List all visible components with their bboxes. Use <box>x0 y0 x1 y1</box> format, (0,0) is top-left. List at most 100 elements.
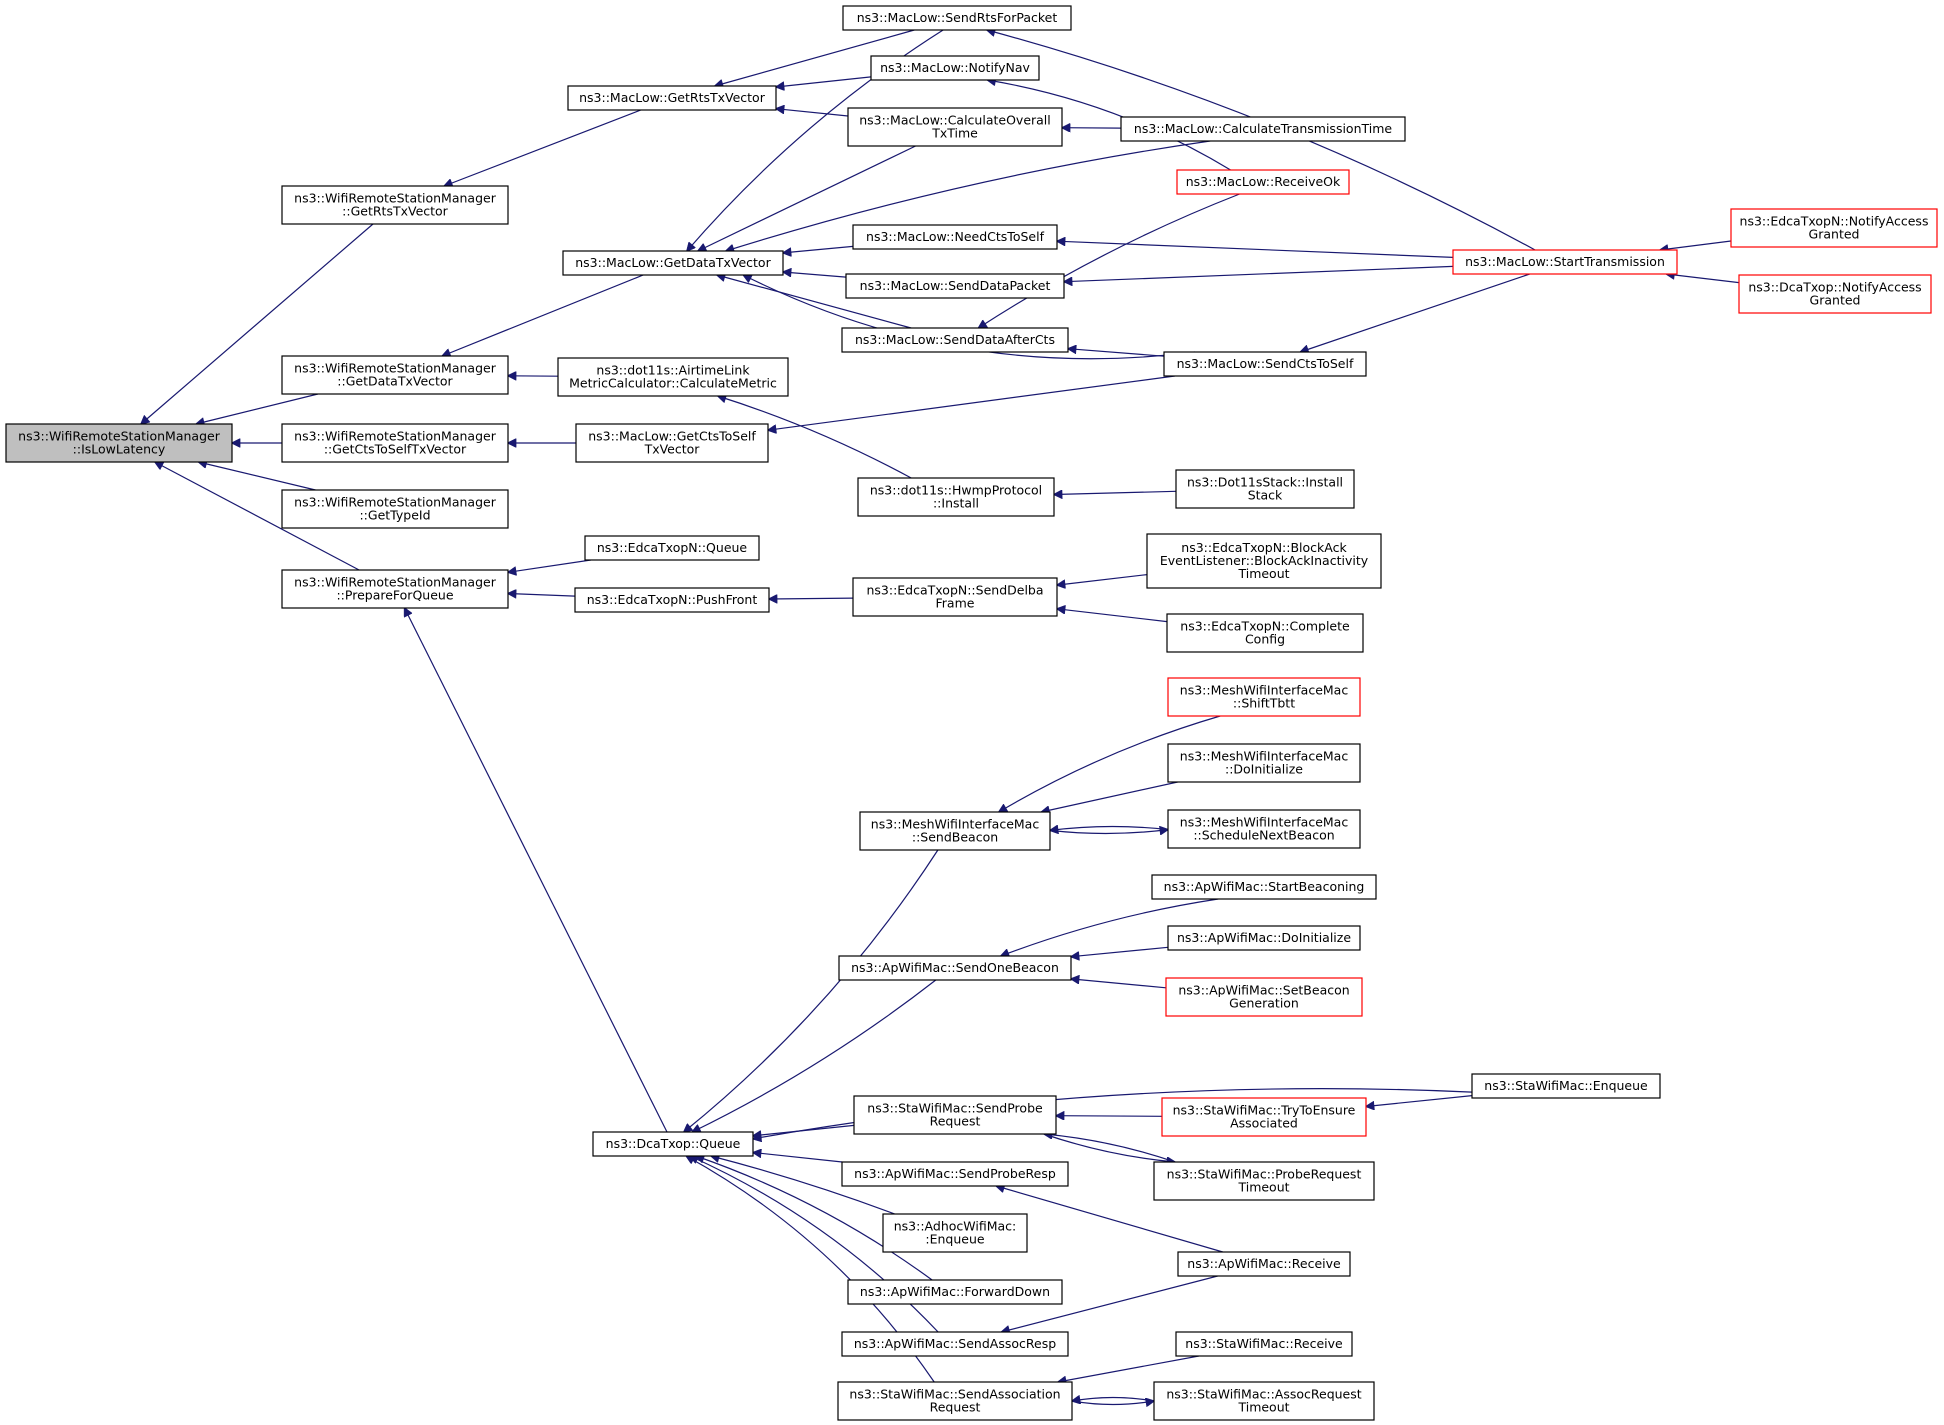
node-mac_notifynav[interactable]: ns3::MacLow::NotifyNav <box>870 55 1040 81</box>
node-label: Request <box>930 1114 981 1129</box>
node-box <box>281 355 509 395</box>
node-box <box>592 1131 754 1157</box>
call-edge <box>769 598 854 599</box>
node-label: Request <box>930 1400 981 1415</box>
node-box <box>1167 809 1361 849</box>
call-edge <box>1043 1133 1175 1162</box>
node-wrsm_prepare[interactable]: ns3::WifiRemoteStationManager::PrepareFo… <box>281 569 509 609</box>
edge-mac_sendrts-to-mac_getrts <box>715 29 915 86</box>
node-mac_senddata[interactable]: ns3::MacLow::SendDataPacket <box>845 273 1065 299</box>
node-mac_starttx[interactable]: ns3::MacLow::StartTransmission <box>1452 249 1678 275</box>
node-mac_getrts[interactable]: ns3::MacLow::GetRtsTxVector <box>567 85 777 111</box>
edge-mac_receiveok-to-mac_notifynav <box>987 80 1231 171</box>
node-wrsm_getrts[interactable]: ns3::WifiRemoteStationManager::GetRtsTxV… <box>281 185 509 225</box>
node-ap_sendassocresp[interactable]: ns3::ApWifiMac::SendAssocResp <box>841 1331 1069 1357</box>
node-mac_calctrans[interactable]: ns3::MacLow::CalculateTransmissionTime <box>1120 116 1406 142</box>
node-ap_sendone[interactable]: ns3::ApWifiMac::SendOneBeacon <box>838 955 1072 981</box>
call-edge <box>405 608 668 1133</box>
node-mac_sendrts[interactable]: ns3::MacLow::SendRtsForPacket <box>842 5 1072 31</box>
node-sta_receive[interactable]: ns3::StaWifiMac::Receive <box>1175 1331 1353 1357</box>
edge-sta_sendprobe-to-dca_queue <box>753 1124 855 1135</box>
node-mesh_sendbeacon[interactable]: ns3::MeshWifiInterfaceMac::SendBeacon <box>859 811 1051 851</box>
node-label: ::Install <box>933 496 979 511</box>
node-box <box>281 185 509 225</box>
node-adhoc_enqueue[interactable]: ns3::AdhocWifiMac::Enqueue <box>882 1213 1028 1253</box>
node-ap_receive[interactable]: ns3::ApWifiMac::Receive <box>1177 1251 1351 1277</box>
call-edge <box>776 76 872 87</box>
edge-edca_notify-to-mac_starttx <box>1660 240 1732 250</box>
edge-ap_receive-to-ap_sendassocresp <box>1001 1275 1218 1332</box>
node-label: ns3::WifiRemoteStationManager <box>294 429 497 444</box>
node-sta_enqueue[interactable]: ns3::StaWifiMac::Enqueue <box>1471 1073 1661 1099</box>
call-edge <box>999 715 1221 812</box>
node-wrsm_getdata[interactable]: ns3::WifiRemoteStationManager::GetDataTx… <box>281 355 509 395</box>
node-ap_doinit[interactable]: ns3::ApWifiMac::DoInitialize <box>1167 925 1361 951</box>
node-edca_pushfront[interactable]: ns3::EdcaTxopN::PushFront <box>574 587 770 613</box>
node-dot11s_calc[interactable]: ns3::dot11s::AirtimeLinkMetricCalculator… <box>557 357 789 397</box>
node-box <box>1177 1251 1351 1277</box>
node-label: ::PrepareForQueue <box>336 588 453 603</box>
node-label: ns3::EdcaTxopN::NotifyAccess <box>1740 214 1929 229</box>
node-mac_sendcts[interactable]: ns3::MacLow::SendCtsToSelf <box>1163 351 1367 377</box>
node-box <box>859 811 1051 851</box>
node-mesh_schedule[interactable]: ns3::MeshWifiInterfaceMac::ScheduleNextB… <box>1167 809 1361 849</box>
node-ap_forwarddown[interactable]: ns3::ApWifiMac::ForwardDown <box>847 1279 1063 1305</box>
node-mac_getdata[interactable]: ns3::MacLow::GetDataTxVector <box>562 250 784 276</box>
node-label: ns3::MeshWifiInterfaceMac <box>1180 815 1349 830</box>
call-edge <box>155 462 360 571</box>
node-label: ns3::DcaTxop::NotifyAccess <box>1748 280 1921 295</box>
node-edca_blockack[interactable]: ns3::EdcaTxopN::BlockAckEventListener::B… <box>1146 533 1382 589</box>
node-box <box>1163 351 1367 377</box>
node-label: ns3::MacLow::SendDataAfterCts <box>855 332 1055 347</box>
node-label: ns3::MacLow::SendCtsToSelf <box>1177 356 1354 371</box>
call-edge <box>696 1156 933 1281</box>
node-box <box>1153 1381 1375 1421</box>
node-label: ns3::ApWifiMac::SendProbeResp <box>854 1166 1056 1181</box>
node-label: ns3::WifiRemoteStationManager <box>294 191 497 206</box>
node-label: ns3::StaWifiMac::SendAssociation <box>849 1387 1060 1402</box>
node-ap_startbeacon[interactable]: ns3::ApWifiMac::StartBeaconing <box>1151 874 1377 900</box>
call-edge <box>442 274 644 356</box>
node-label: ::GetRtsTxVector <box>342 204 449 219</box>
node-box <box>1120 116 1406 142</box>
node-box <box>567 85 777 111</box>
node-mac_getcts[interactable]: ns3::MacLow::GetCtsToSelfTxVector <box>575 423 769 463</box>
node-edca_queue[interactable]: ns3::EdcaTxopN::Queue <box>584 535 760 561</box>
node-mac_receiveok[interactable]: ns3::MacLow::ReceiveOk <box>1176 169 1350 195</box>
node-wrsm_typeid[interactable]: ns3::WifiRemoteStationManager::GetTypeId <box>281 489 509 529</box>
edge-mesh_sendbeacon-to-dca_queue <box>684 849 939 1132</box>
node-box <box>281 569 509 609</box>
node-root[interactable]: ns3::WifiRemoteStationManager::IsLowLate… <box>5 423 233 463</box>
node-box <box>838 955 1072 981</box>
node-label: ns3::ApWifiMac::SetBeacon <box>1178 983 1349 998</box>
node-mac_senddataafter[interactable]: ns3::MacLow::SendDataAfterCts <box>841 327 1069 353</box>
node-hwmp_install[interactable]: ns3::dot11s::HwmpProtocol::Install <box>857 477 1055 517</box>
node-mesh_doinit[interactable]: ns3::MeshWifiInterfaceMac::DoInitialize <box>1167 743 1361 783</box>
node-label: ns3::ApWifiMac::StartBeaconing <box>1164 879 1365 894</box>
edge-ap_startbeacon-to-ap_sendone <box>1001 898 1219 956</box>
edge-ap_sendone-to-dca_queue <box>692 979 937 1132</box>
node-label: EventListener::BlockAckInactivity <box>1160 553 1369 568</box>
node-mac_needcts[interactable]: ns3::MacLow::NeedCtsToSelf <box>852 224 1058 250</box>
node-label: MetricCalculator::CalculateMetric <box>569 376 777 391</box>
call-edge <box>783 272 847 278</box>
node-ap_sendproberesp[interactable]: ns3::ApWifiMac::SendProbeResp <box>841 1161 1069 1187</box>
node-box <box>845 273 1065 299</box>
node-mesh_shift[interactable]: ns3::MeshWifiInterfaceMac::ShiftTbtt <box>1167 677 1361 717</box>
node-dca_queue[interactable]: ns3::DcaTxop::Queue <box>592 1131 754 1157</box>
node-box <box>847 1279 1063 1305</box>
node-wrsm_getcts[interactable]: ns3::WifiRemoteStationManager::GetCtsToS… <box>281 423 509 463</box>
node-label: ::IsLowLatency <box>73 442 166 457</box>
